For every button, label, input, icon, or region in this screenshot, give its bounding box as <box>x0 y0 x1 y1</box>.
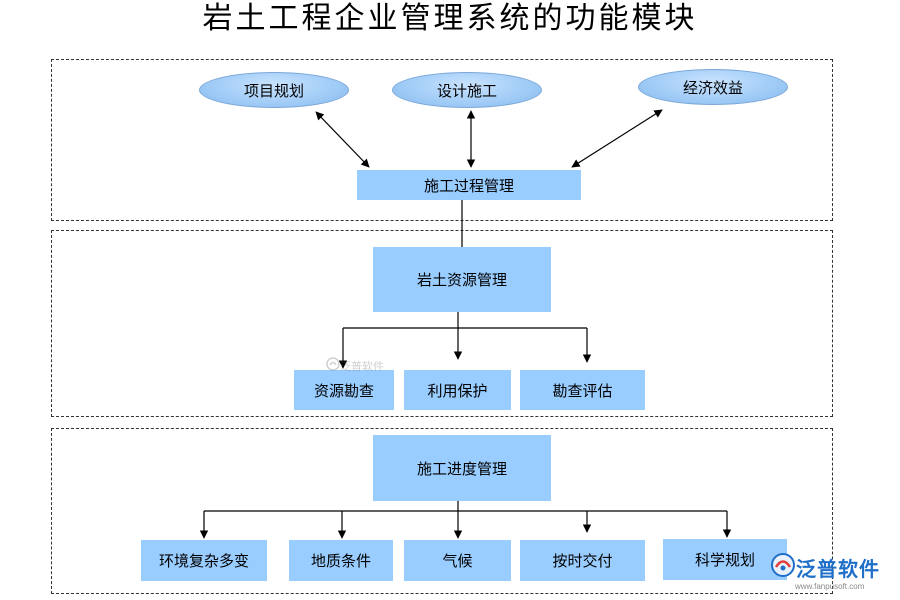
watermark: 泛普软件 <box>326 357 384 374</box>
node-resource-management: 岩土资源管理 <box>373 247 551 312</box>
node-construction-process: 施工过程管理 <box>357 170 581 200</box>
node-progress-management: 施工进度管理 <box>373 435 551 501</box>
section-resources <box>51 230 833 417</box>
node-design-construction: 设计施工 <box>392 72 542 108</box>
node-geological-conditions: 地质条件 <box>289 540 393 581</box>
section-process <box>51 59 833 221</box>
connector-economic-process <box>571 109 663 168</box>
node-project-planning: 项目规划 <box>199 72 349 108</box>
node-resource-survey: 资源勘查 <box>294 370 394 410</box>
watermark-text: 泛普软件 <box>340 359 384 373</box>
node-survey-evaluation: 勘查评估 <box>520 370 645 410</box>
node-scientific-planning: 科学规划 <box>663 539 787 580</box>
section-progress <box>51 428 833 594</box>
node-climate: 气候 <box>404 540 511 581</box>
node-on-time-delivery: 按时交付 <box>520 540 645 581</box>
brand-url: www.fanpusoft.com <box>795 582 865 591</box>
brand-logo: 泛普软件 <box>770 552 880 582</box>
brand-logo-text: 泛普软件 <box>796 556 880 581</box>
node-utilization-protection: 利用保护 <box>404 370 511 410</box>
connector-planning-process <box>315 111 370 168</box>
watermark-logo-icon <box>326 357 340 374</box>
node-economic-benefit: 经济效益 <box>638 69 788 105</box>
diagram-title: 岩土工程企业管理系统的功能模块 <box>202 1 698 36</box>
node-complex-environment: 环境复杂多变 <box>141 540 267 581</box>
brand-logo-icon <box>770 552 796 582</box>
